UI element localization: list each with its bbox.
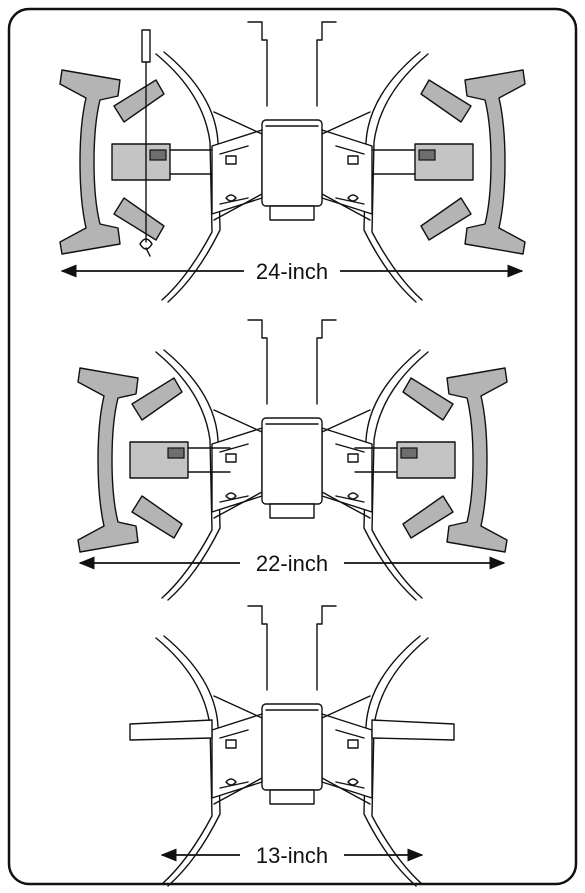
outer-tine-right (372, 69, 526, 255)
tiller-configuration-24-inch (59, 21, 526, 303)
axle-stub-right (371, 719, 455, 741)
clevis-pin (141, 29, 151, 63)
dimension-label: 24-inch (256, 259, 328, 284)
outer-tine-right (354, 367, 508, 553)
diagram-border (7, 7, 578, 886)
dimension-label: 13-inch (256, 843, 328, 868)
dimension-22-inch: 22-inch (78, 551, 506, 576)
dimension-label: 22-inch (256, 551, 328, 576)
dimension-13-inch: 13-inch (160, 843, 424, 868)
hairpin-clip (139, 238, 153, 257)
axle-stub-left (129, 719, 213, 741)
outer-tine-left (77, 367, 231, 553)
tiller-configuration-13-inch (129, 605, 455, 887)
outer-tine-left (59, 69, 213, 255)
dimension-24-inch: 24-inch (60, 259, 524, 284)
